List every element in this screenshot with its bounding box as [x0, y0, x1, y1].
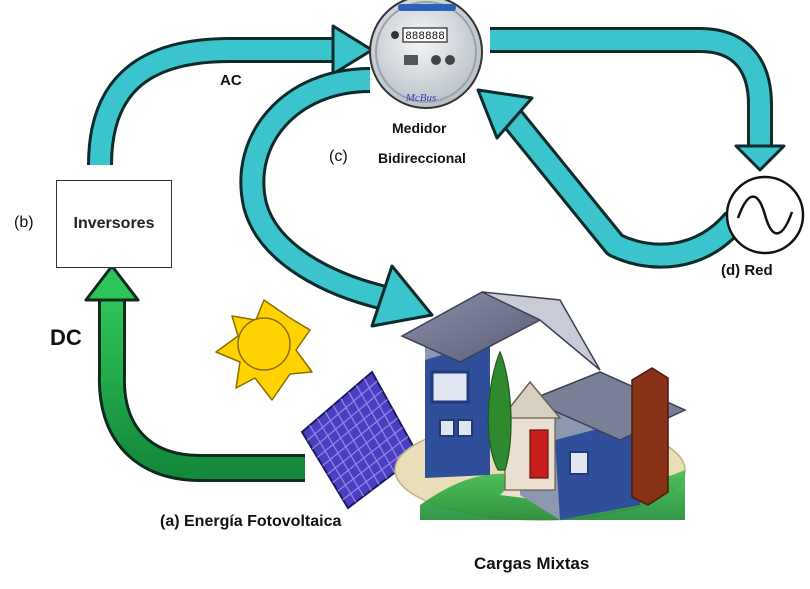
- inverter-label: Inversores: [73, 215, 155, 232]
- panel-grid-line: [324, 411, 372, 491]
- house-icon: [394, 291, 687, 521]
- dc-arrow-panel-to-inverter: [84, 264, 305, 482]
- panel-grid-line: [355, 385, 404, 468]
- grid-source-symbol: [725, 175, 805, 255]
- panel-grid-line: [340, 398, 388, 479]
- panel-grid-line: [332, 426, 404, 484]
- pv-label: (a) Energía Fotovoltaica: [160, 513, 342, 530]
- meter-label-line2: Bidireccional: [378, 150, 466, 166]
- panel-grid-line: [332, 405, 380, 485]
- meter-digits: 888888: [405, 31, 445, 43]
- sun-icon: [215, 299, 313, 401]
- meter-label-line1: Medidor: [392, 120, 447, 136]
- meter-top-bar: [398, 4, 456, 11]
- panel-grid-line: [337, 436, 409, 492]
- sine-wave-icon: [736, 195, 794, 235]
- panel-grid-line: [363, 378, 411, 462]
- ac-label: AC: [220, 72, 242, 89]
- panel-grid-line: [306, 380, 378, 441]
- panel-grid-line: [311, 389, 383, 450]
- panel-grid-line: [327, 417, 398, 475]
- panel-grid-line: [316, 399, 388, 458]
- inverter-box: Inversores: [56, 180, 172, 268]
- bidirectional-meter: 888888 McBus: [369, 0, 483, 109]
- meter-brand: McBus: [405, 92, 437, 104]
- panel-grid-line: [348, 391, 396, 473]
- ac-arrow-grid-to-meter: [476, 88, 745, 269]
- ac-arrow-meter-to-house: [239, 67, 434, 328]
- solar-panel-icon: [300, 370, 420, 510]
- meter-display: [402, 27, 448, 43]
- inverter-tag-b: (b): [14, 214, 34, 231]
- dc-label: DC: [50, 325, 82, 350]
- meter-tag-c: (c): [329, 148, 348, 165]
- ac-arrow-meter-to-grid: [490, 27, 786, 172]
- panel-grid-line: [316, 418, 365, 497]
- panel-grid-line: [309, 424, 357, 503]
- panel-grid-line: [322, 408, 393, 467]
- ac-arrow-inverter-to-meter: [87, 24, 374, 166]
- grid-label: (d) Red: [721, 262, 773, 279]
- loads-label: Cargas Mixtas: [474, 554, 590, 573]
